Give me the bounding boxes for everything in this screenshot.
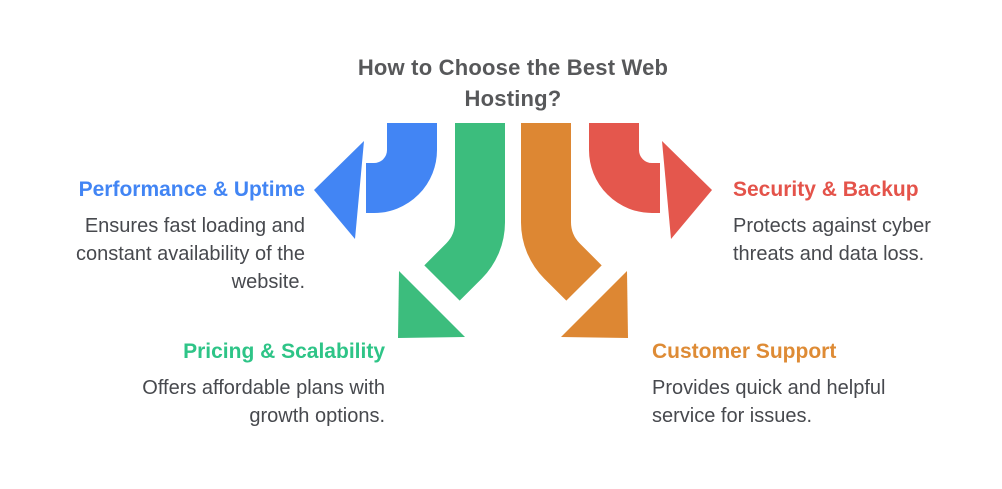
arrow-right-head (662, 141, 712, 239)
arrow-down-left-icon (398, 123, 505, 338)
section-security-backup: Security & Backup Protects against cyber… (733, 178, 978, 268)
arrow-down-left-head (398, 271, 465, 338)
arrow-right-shaft (589, 123, 660, 213)
section-pricing-description: Offers affordable plans with growth opti… (142, 377, 385, 427)
section-performance-description: Ensures fast loading and constant availa… (75, 215, 305, 293)
arrow-down-right-icon (521, 123, 628, 338)
section-performance-uptime: Performance & Uptime Ensures fast loadin… (25, 178, 305, 296)
arrow-right-icon (589, 123, 712, 239)
arrow-down-left-shaft (424, 123, 505, 301)
section-performance-heading: Performance & Uptime (78, 178, 305, 201)
section-support-description: Provides quick and helpful service for i… (652, 377, 886, 427)
section-pricing-scalability: Pricing & Scalability Offers affordable … (100, 340, 385, 430)
section-security-description: Protects against cyber threats and data … (733, 215, 931, 265)
section-customer-support: Customer Support Provides quick and help… (652, 340, 932, 430)
section-pricing-heading: Pricing & Scalability (183, 340, 385, 363)
arrow-left-icon (314, 123, 437, 239)
page-title: How to Choose the Best Web Hosting? (357, 55, 669, 111)
arrow-left-head (314, 141, 364, 239)
arrow-down-right-shaft (521, 123, 602, 301)
section-security-heading: Security & Backup (733, 178, 919, 201)
arrow-down-right-head (561, 271, 628, 338)
arrow-left-shaft (366, 123, 437, 213)
section-support-heading: Customer Support (652, 340, 837, 363)
